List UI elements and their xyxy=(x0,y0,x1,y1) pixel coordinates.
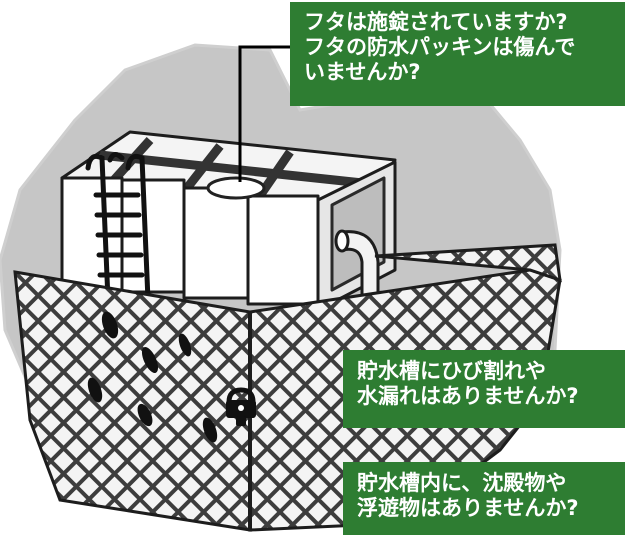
callout-lid-line-2: フタの防水パッキンは傷んで xyxy=(304,34,576,59)
padlock-icon xyxy=(226,387,256,426)
callout-crack-line-1: 貯水槽にひび割れや xyxy=(357,359,546,383)
callout-sediment-line-2: 浮遊物はありませんか? xyxy=(357,495,579,520)
callout-leader-line xyxy=(238,45,290,182)
callout-sediment-line-1: 貯水槽内に、沈殿物や xyxy=(357,471,567,495)
callout-lid-check: フタは施錠されていますか? フタの防水パッキンは傷んで いませんか? xyxy=(290,2,625,106)
callout-lid-line-1: フタは施錠されていますか? xyxy=(304,10,568,34)
fence-shadows xyxy=(87,311,218,443)
callout-sediment-check: 貯水槽内に、沈殿物や 浮遊物はありませんか? xyxy=(343,462,625,535)
callout-crack-check: 貯水槽にひび割れや 水漏れはありませんか? xyxy=(343,350,625,428)
callout-crack-line-2: 水漏れはありませんか? xyxy=(357,383,579,408)
callout-lid-line-3: いませんか? xyxy=(304,59,421,84)
ladder-icon xyxy=(85,152,151,303)
manhole-lid-icon xyxy=(206,176,266,200)
